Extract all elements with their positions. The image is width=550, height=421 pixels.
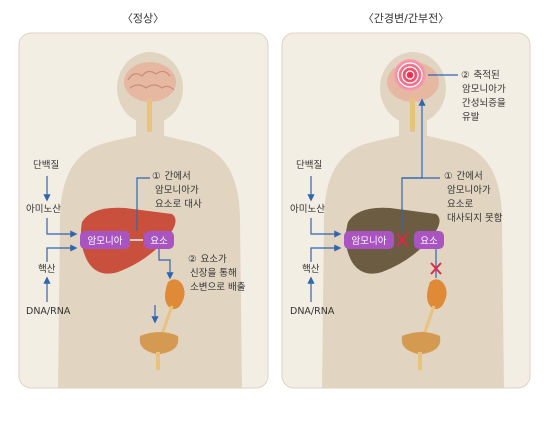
label-nucleic-acid: 핵산 — [302, 263, 320, 275]
panel-title: 〈정상〉 — [122, 12, 164, 25]
label-nucleic-acid: 핵산 — [38, 263, 56, 275]
panel-cirrhosis: 〈간경변/간부전〉 단백질 아미노산 핵산 DNA/RNA — [281, 12, 531, 389]
label-protein: 단백질 — [296, 159, 322, 171]
ammonia-pill — [80, 231, 130, 249]
arrow-amino-to-ammonia — [310, 218, 342, 238]
kidney-icon — [165, 279, 185, 309]
urea-pill — [144, 231, 174, 249]
urea-label: 요소 — [420, 236, 438, 247]
kidney-icon — [427, 279, 447, 309]
label-amino-acid: 아미노산 — [26, 204, 61, 215]
arrow-nucleic-to-ammonia — [310, 244, 342, 262]
arrow-amino-to-ammonia — [46, 218, 78, 238]
label-dna-rna: DNA/RNA — [290, 306, 335, 317]
arrow-urea-to-kidney — [158, 249, 174, 280]
brain-icon — [124, 62, 176, 132]
callout-line-step1 — [136, 177, 150, 231]
urea-label: 요소 — [150, 236, 168, 247]
blocked-cross-icon — [396, 233, 408, 247]
bladder-icon — [139, 332, 179, 354]
label-amino-acid: 아미노산 — [290, 204, 325, 215]
urea-pill — [414, 231, 444, 249]
ammonia-pill — [344, 231, 394, 249]
panel-normal: 〈정상〉 단백질 아미노산 핵산 DNA/RNA — [18, 12, 269, 389]
brain-hotspot-icon — [394, 59, 426, 91]
bladder-icon — [401, 332, 441, 354]
panel-title: 〈간경변/간부전〉 — [363, 12, 449, 25]
urethra-icon — [156, 352, 160, 370]
arrow-nucleic-to-ammonia — [46, 244, 78, 262]
label-dna-rna: DNA/RNA — [26, 306, 71, 317]
ammonia-label: 암모니아 — [352, 235, 387, 247]
ammonia-label: 암모니아 — [88, 235, 123, 247]
label-protein: 단백질 — [33, 159, 59, 171]
blocked-cross-icon — [430, 262, 442, 275]
urethra-icon — [418, 352, 422, 370]
